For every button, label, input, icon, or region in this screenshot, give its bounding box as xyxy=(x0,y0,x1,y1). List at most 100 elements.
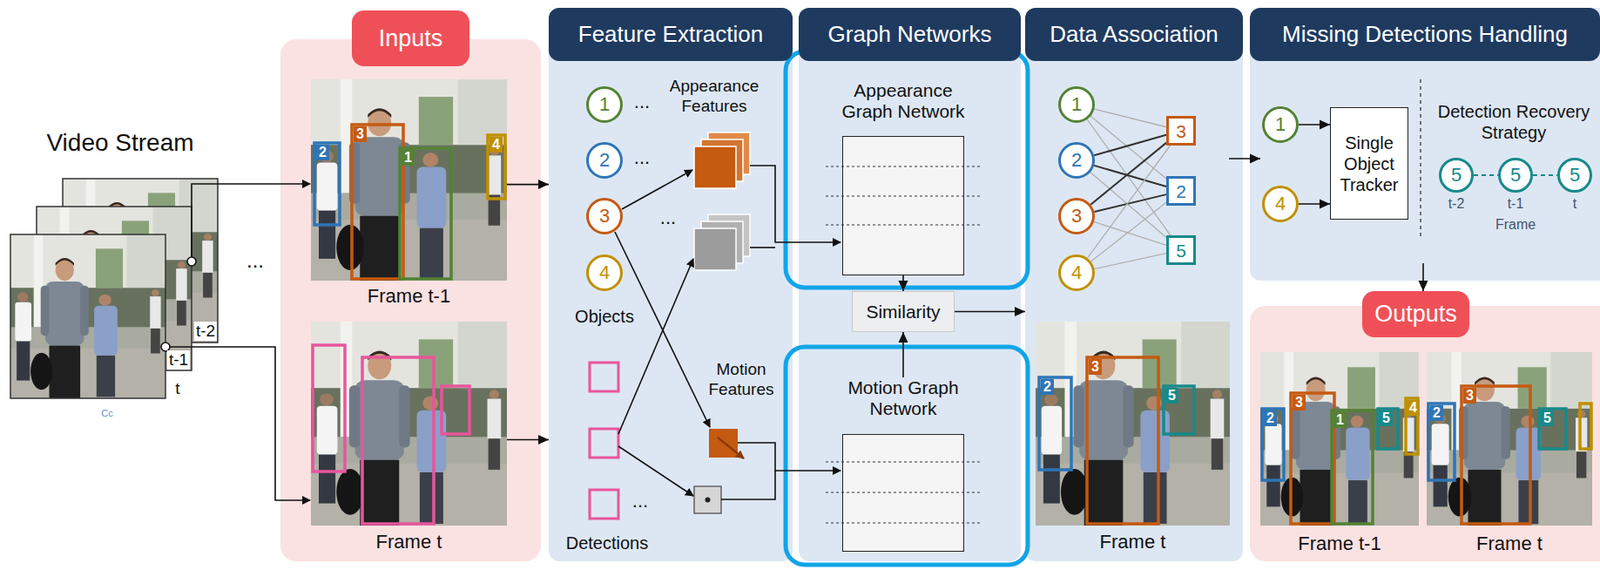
circle-number: 3 xyxy=(1071,206,1082,226)
bounding-box xyxy=(351,124,404,279)
network-fill xyxy=(825,135,981,552)
connector xyxy=(954,306,1026,317)
stage-heading: Inputs xyxy=(351,10,470,67)
video-frame: Frame t xyxy=(310,321,507,558)
circle-number: 5 xyxy=(1569,165,1580,185)
bounding-box xyxy=(1039,377,1072,470)
arrow-head xyxy=(1249,153,1261,163)
frame-caption: Frame t xyxy=(1035,530,1230,554)
track-id: 1 xyxy=(1333,411,1347,428)
connector xyxy=(1090,142,1167,205)
track-id: 3 xyxy=(1292,394,1306,411)
connector-line xyxy=(1094,253,1167,270)
highlight-outline xyxy=(785,51,1028,565)
connector xyxy=(506,179,549,190)
stage-heading: Graph Networks xyxy=(798,7,1021,61)
bounding-box xyxy=(314,142,340,225)
connector xyxy=(1093,165,1167,187)
circle-number: 1 xyxy=(1071,94,1082,115)
frame-image xyxy=(310,79,1593,526)
connector-line xyxy=(1093,194,1167,212)
connector xyxy=(1086,145,1170,258)
connector xyxy=(1298,120,1330,130)
stage-heading: Data Association xyxy=(1025,7,1243,61)
ellipsis: ... xyxy=(660,206,676,229)
detection-square: 2 xyxy=(1166,175,1196,206)
panel-ground xyxy=(280,39,541,561)
video-stack xyxy=(10,234,166,399)
video-frame: Frame t xyxy=(1035,321,1230,558)
arrow-head xyxy=(1014,306,1026,317)
network-fill xyxy=(842,135,965,276)
connector xyxy=(898,331,909,378)
connector xyxy=(1473,175,1499,176)
connector-line xyxy=(1093,108,1167,128)
arrow-head xyxy=(1319,120,1330,130)
track-id: 5 xyxy=(1540,410,1554,426)
similarity-text: Similarity xyxy=(865,301,940,323)
track-id: 3 xyxy=(1463,387,1477,404)
stage-panel: Missing Detections Handling 1 4 Single Obje… xyxy=(1249,7,1600,281)
connector xyxy=(1228,153,1261,163)
feature-icon xyxy=(589,489,619,519)
object-circle: 4 xyxy=(1262,185,1299,223)
frame-image xyxy=(310,79,507,281)
detection-square: 3 xyxy=(1166,115,1196,146)
flow-line xyxy=(621,169,693,210)
track-id: 5 xyxy=(1165,387,1179,404)
connector-line xyxy=(1086,119,1171,236)
stage-panel: InputsFrame t-1Frame t xyxy=(280,39,541,561)
feature-icon xyxy=(705,497,711,503)
connector-line xyxy=(954,310,1026,313)
connector xyxy=(1298,199,1330,210)
frame-index: t xyxy=(175,378,180,399)
axis-label: Frame xyxy=(1495,216,1536,233)
frame-index: t-2 xyxy=(1448,195,1465,212)
bounding-box xyxy=(1086,357,1159,524)
ellipsis: ... xyxy=(632,489,649,512)
track-id: 2 xyxy=(1430,405,1444,421)
circle-number: 2 xyxy=(1071,150,1082,170)
frame-caption: Frame t-1 xyxy=(310,284,507,308)
connector xyxy=(1090,115,1167,179)
flow-line xyxy=(161,79,1421,500)
feature-icon xyxy=(694,228,736,271)
bounding-box xyxy=(399,148,452,279)
network-fill xyxy=(825,521,981,523)
connector-line xyxy=(1090,172,1167,238)
stage-heading: Missing Detections Handling xyxy=(1249,7,1600,61)
tracker-box: Single Object Tracker xyxy=(1329,107,1409,220)
network-fill xyxy=(825,195,981,196)
frame-image xyxy=(310,321,507,526)
object-circle: 4 xyxy=(586,254,623,291)
circle-number: 3 xyxy=(599,206,610,226)
connector xyxy=(1090,172,1167,238)
circle-number: 4 xyxy=(1071,263,1082,283)
frame-caption: Frame t xyxy=(1426,532,1593,555)
flow-line xyxy=(165,346,311,500)
flow-line xyxy=(737,442,841,471)
video-frame: Frame t xyxy=(1426,351,1593,558)
panel-ground xyxy=(280,7,1600,561)
group-label: Objects xyxy=(574,306,635,327)
track-id: 1 xyxy=(401,149,415,166)
connector-line xyxy=(1090,115,1167,179)
object-circle: 4 xyxy=(1058,254,1095,291)
flow-line xyxy=(749,246,776,249)
track-id: 3 xyxy=(353,126,367,142)
connector-line xyxy=(1086,145,1170,258)
connector-line xyxy=(1473,174,1499,176)
flow-line xyxy=(1419,79,1422,240)
detection-number: 5 xyxy=(1175,241,1187,260)
graph-network-box: Appearance Graph Network xyxy=(807,80,1000,276)
panel-ground xyxy=(798,7,1021,561)
frame-caption: Frame t xyxy=(310,530,507,554)
object-circle: 1 xyxy=(1262,106,1299,143)
object-circle: 3 xyxy=(1058,197,1095,235)
stage-panel: Data Association 1 2 3 4 3 2 5Frame t xyxy=(1025,7,1243,561)
connector xyxy=(1417,263,1428,291)
flow-line xyxy=(618,445,694,496)
connector-line xyxy=(1090,142,1167,205)
bounding-box xyxy=(1539,408,1567,449)
feature-icon xyxy=(589,362,619,392)
